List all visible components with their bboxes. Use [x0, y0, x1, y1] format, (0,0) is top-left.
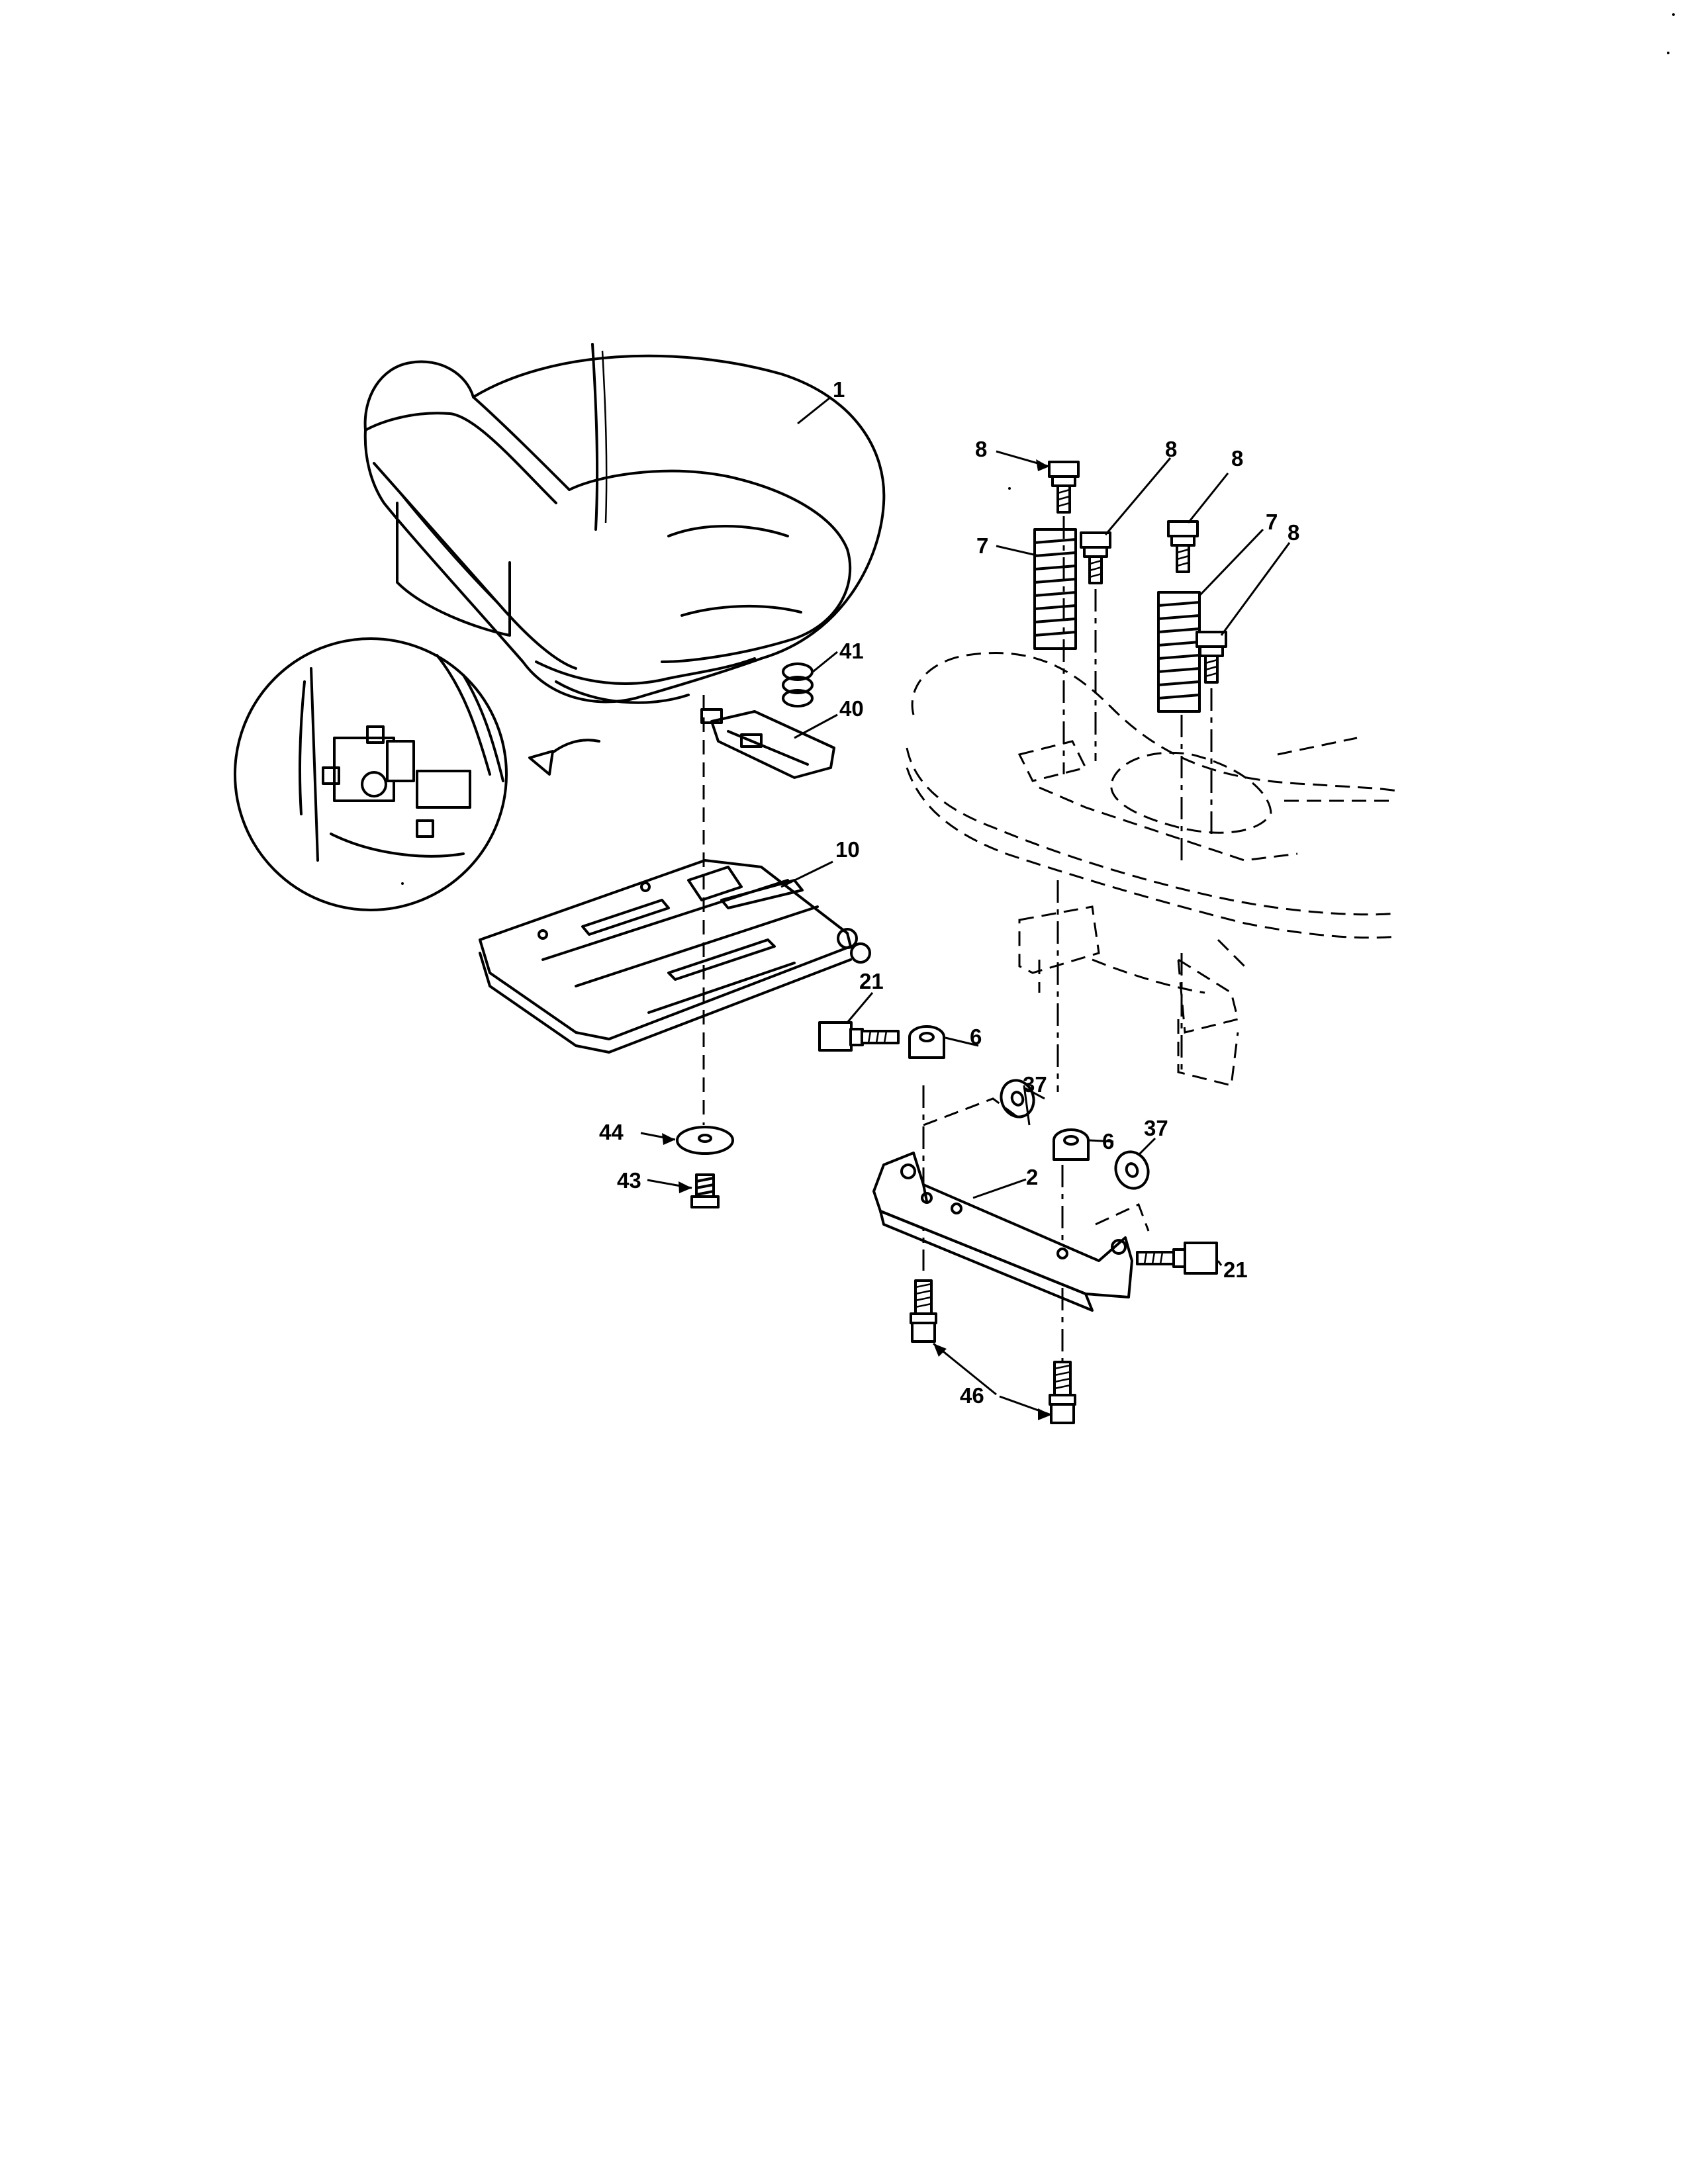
page-marks: [401, 13, 1675, 885]
callout-8a: 8: [975, 437, 987, 461]
nut-6b: [1053, 1128, 1090, 1161]
leader-arrowheads: [662, 459, 1051, 1420]
callout-37a: 37: [1023, 1072, 1047, 1097]
callouts: 1 8 8 8 8 7 7 41 40 10 21 6 37 6 37 2 44…: [599, 377, 1299, 1408]
bracket-40: [700, 708, 835, 779]
callout-2: 2: [1026, 1165, 1038, 1189]
callout-8c: 8: [1231, 446, 1243, 471]
callout-6b: 6: [1102, 1129, 1114, 1154]
callout-44: 44: [599, 1120, 624, 1144]
nut-6a: [908, 1025, 945, 1059]
callout-8b: 8: [1165, 437, 1177, 461]
callout-40: 40: [839, 696, 864, 721]
bolt-21b: [1136, 1242, 1218, 1275]
bolt-43: [690, 1173, 720, 1208]
spring-41: [782, 662, 814, 707]
callout-8d: 8: [1288, 520, 1299, 545]
spring-7a: [1033, 528, 1077, 650]
washer-44: [676, 1126, 734, 1155]
spring-7b: [1157, 591, 1201, 713]
bracket-2: [872, 1097, 1150, 1312]
callout-43: 43: [617, 1168, 641, 1193]
callout-10: 10: [835, 837, 860, 862]
callout-41: 41: [839, 639, 864, 663]
bolt-8c: [1167, 520, 1199, 573]
callout-1: 1: [833, 377, 845, 402]
callout-46: 46: [960, 1383, 984, 1408]
seat: [363, 343, 886, 704]
bolt-8a: [1048, 461, 1080, 514]
callout-7b: 7: [1266, 510, 1278, 534]
callout-6a: 6: [970, 1024, 982, 1049]
bolt-8b: [1080, 531, 1111, 584]
callout-7a: 7: [976, 533, 988, 558]
callout-21b: 21: [1223, 1257, 1248, 1282]
detail-inset: [234, 637, 600, 911]
bolt-8d: [1196, 631, 1227, 684]
callout-21a: 21: [859, 969, 884, 993]
bolt-46b: [1049, 1361, 1076, 1424]
callout-37b: 37: [1144, 1116, 1168, 1140]
seat-pan-10: [479, 859, 871, 1054]
frame-outline: [906, 652, 1397, 1087]
bolt-46a: [910, 1279, 937, 1343]
washer-37b: [1114, 1150, 1150, 1190]
bolt-21a: [818, 1021, 900, 1052]
